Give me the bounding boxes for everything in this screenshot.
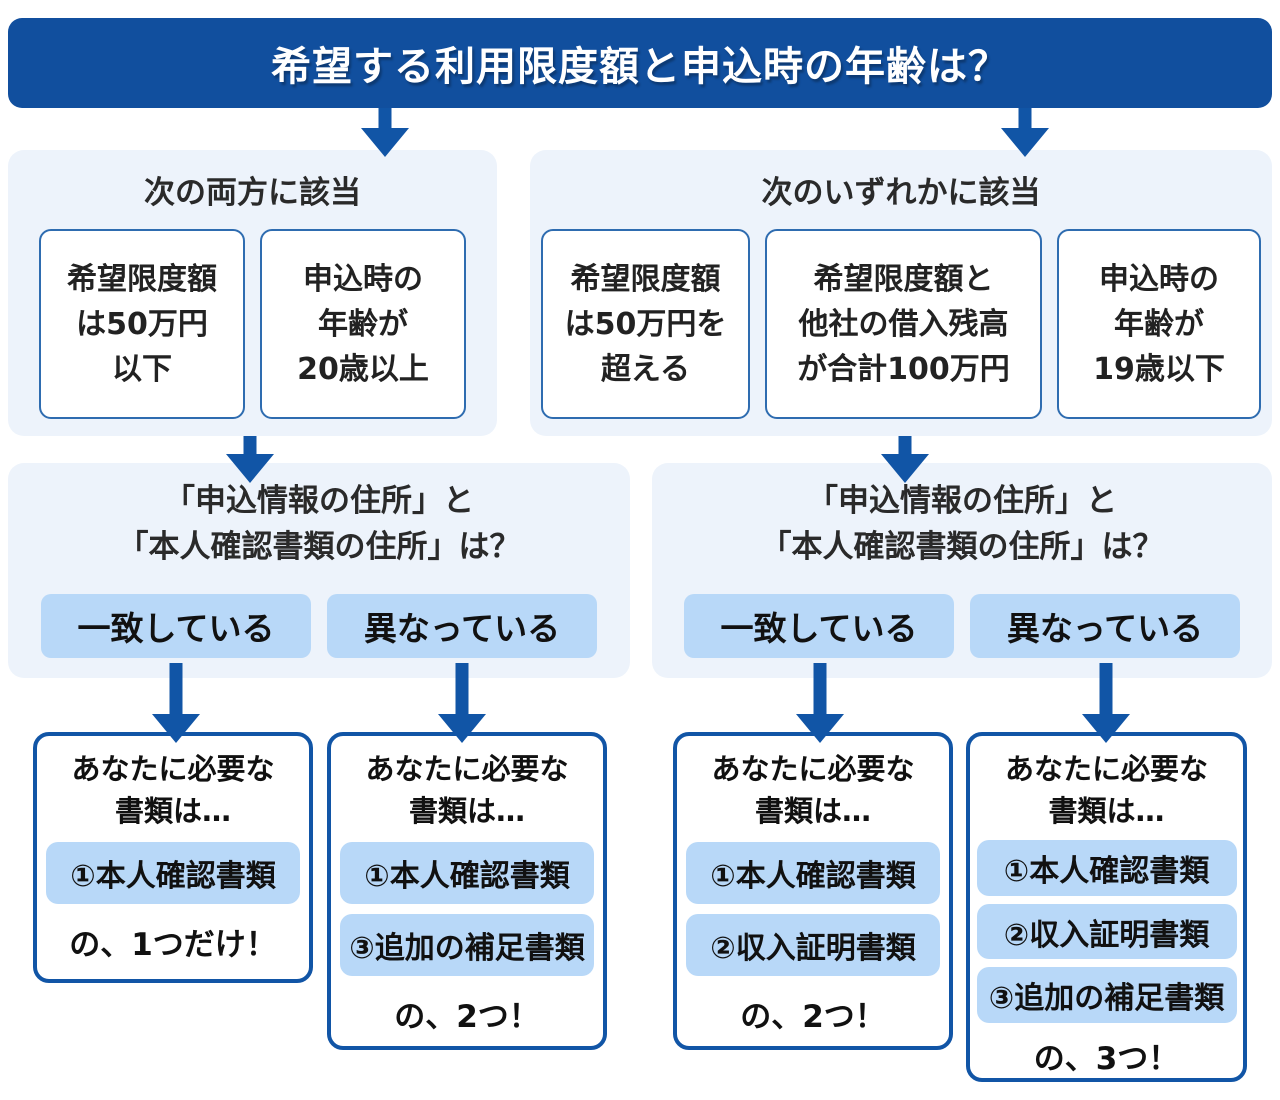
option-match: 一致している <box>41 593 311 658</box>
branch-panel-both: 次の両方に該当 希望限度額 は50万円 以下 申込時の 年齢が 20歳以上 <box>8 150 497 436</box>
result-heading: あなたに必要な 書類は… <box>71 752 275 829</box>
condition-text: 希望限度額 は50万円 以下 <box>67 261 217 387</box>
document-pill: ②収入証明書類 <box>686 914 940 977</box>
condition-text: 希望限度額 は50万円を 超える <box>564 261 727 387</box>
result-footer: の、2つ！ <box>740 999 886 1036</box>
document-pill: ②収入証明書類 <box>976 903 1237 960</box>
arrow-head <box>438 714 486 743</box>
option-differ: 異なっている <box>970 593 1240 658</box>
result-heading: あなたに必要な 書類は… <box>711 752 915 829</box>
arrow-head <box>226 454 274 483</box>
flowchart-title-text: 希望する利用限度額と申込時の年齢は？ <box>271 44 1009 90</box>
condition-box: 希望限度額 は50万円を 超える <box>541 229 750 419</box>
down-arrow <box>796 663 844 747</box>
result-footer: の、3つ！ <box>1033 1041 1180 1078</box>
result-box-1: あなたに必要な 書類は… ①本人確認書類 の、1つだけ！ <box>33 732 313 983</box>
branch-heading: 次のいずれかに該当 <box>761 175 1041 211</box>
result-box-3: あなたに必要な 書類は… ①本人確認書類 ②収入証明書類 の、2つ！ <box>673 732 953 1050</box>
down-arrow <box>152 663 200 747</box>
flowchart-title: 希望する利用限度額と申込時の年齢は？ <box>8 18 1272 108</box>
question-panel-right: 「申込情報の住所」と 「本人確認書類の住所」は？ 一致している 異なっている <box>652 463 1272 678</box>
question-panel-left: 「申込情報の住所」と 「本人確認書類の住所」は？ 一致している 異なっている <box>8 463 630 678</box>
arrow-stem <box>378 108 392 134</box>
arrow-head <box>361 128 409 157</box>
down-arrow <box>226 436 274 492</box>
document-pill: ③追加の補足書類 <box>976 967 1237 1024</box>
result-heading: あなたに必要な 書類は… <box>365 752 569 829</box>
condition-row: 希望限度額 は50万円を 超える 希望限度額と 他社の借入残高 が合計100万円… <box>530 229 1272 419</box>
arrow-stem <box>1018 108 1032 134</box>
document-pill: ①本人確認書類 <box>686 842 940 905</box>
down-arrow <box>438 663 486 747</box>
result-box-2: あなたに必要な 書類は… ①本人確認書類 ③追加の補足書類 の、2つ！ <box>327 732 607 1050</box>
branch-heading: 次の両方に該当 <box>144 175 361 211</box>
option-differ: 異なっている <box>327 593 597 658</box>
arrow-stem <box>169 663 183 720</box>
down-arrow <box>881 436 929 492</box>
condition-box: 希望限度額 は50万円 以下 <box>39 229 245 419</box>
branch-panel-any: 次のいずれかに該当 希望限度額 は50万円を 超える 希望限度額と 他社の借入残… <box>530 150 1272 436</box>
down-arrow <box>361 108 409 166</box>
condition-box: 申込時の 年齢が 20歳以上 <box>260 229 466 419</box>
arrow-head <box>881 454 929 483</box>
arrow-head <box>1082 714 1130 743</box>
down-arrow <box>1082 663 1130 747</box>
question-options: 一致している 異なっている <box>652 593 1272 658</box>
arrow-head <box>152 714 200 743</box>
question-options: 一致している 異なっている <box>8 593 630 658</box>
document-pill: ①本人確認書類 <box>340 842 594 905</box>
down-arrow <box>1001 108 1049 166</box>
condition-box: 希望限度額と 他社の借入残高 が合計100万円 <box>765 229 1042 419</box>
arrow-stem <box>455 663 469 720</box>
document-pill: ①本人確認書類 <box>976 840 1237 896</box>
result-footer: の、1つだけ！ <box>69 927 277 964</box>
option-match: 一致している <box>684 593 954 658</box>
result-footer: の、2つ！ <box>394 999 540 1036</box>
condition-box: 申込時の 年齢が 19歳以下 <box>1057 229 1261 419</box>
arrow-head <box>796 714 844 743</box>
document-pill: ①本人確認書類 <box>46 842 300 905</box>
condition-text: 希望限度額と 他社の借入残高 が合計100万円 <box>797 261 1010 387</box>
question-title: 「申込情報の住所」と 「本人確認書類の住所」は？ <box>760 483 1164 565</box>
result-box-4: あなたに必要な 書類は… ①本人確認書類 ②収入証明書類 ③追加の補足書類 の、… <box>966 732 1247 1082</box>
condition-text: 申込時の 年齢が 20歳以上 <box>297 261 429 387</box>
arrow-stem <box>813 663 827 720</box>
document-pill: ③追加の補足書類 <box>340 914 594 977</box>
result-heading: あなたに必要な 書類は… <box>1004 752 1208 829</box>
condition-row: 希望限度額 は50万円 以下 申込時の 年齢が 20歳以上 <box>8 229 497 419</box>
question-title: 「申込情報の住所」と 「本人確認書類の住所」は？ <box>117 483 521 565</box>
arrow-head <box>1001 128 1049 157</box>
arrow-stem <box>1099 663 1113 720</box>
condition-text: 申込時の 年齢が 19歳以下 <box>1093 261 1225 387</box>
